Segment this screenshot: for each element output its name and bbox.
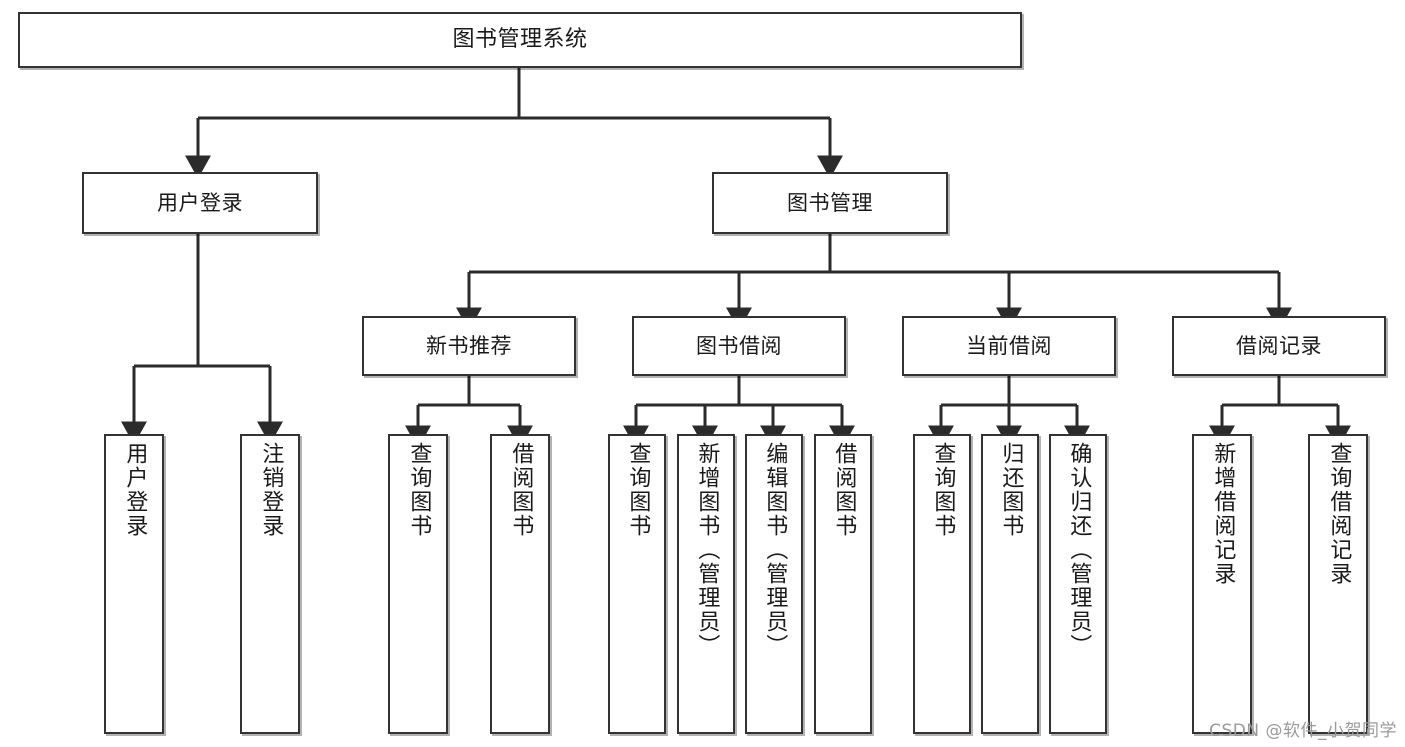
- node-label: 图书借阅: [696, 333, 782, 358]
- node-new-book-recommend[interactable]: 新书推荐: [362, 316, 576, 376]
- leaf-label: 查询图书: [625, 442, 651, 538]
- leaf-book-borrow-add-admin[interactable]: 新增图书（管理员）: [677, 434, 735, 734]
- leaf-label: 新增图书（管理员）: [694, 442, 720, 658]
- node-root-book-management-system[interactable]: 图书管理系统: [18, 12, 1022, 68]
- node-label: 图书管理系统: [452, 27, 588, 53]
- leaf-label: 查询图书: [930, 442, 956, 538]
- leaf-user-login-logout[interactable]: 注销登录: [240, 434, 300, 734]
- leaf-user-login-login[interactable]: 用户登录: [104, 434, 164, 734]
- leaf-label: 新增借阅记录: [1210, 442, 1236, 586]
- leaf-label: 用户登录: [122, 442, 148, 538]
- leaf-borrow-record-add[interactable]: 新增借阅记录: [1192, 434, 1252, 734]
- leaf-current-borrow-confirm-admin[interactable]: 确认归还（管理员）: [1049, 434, 1107, 734]
- leaf-book-borrow-borrow[interactable]: 借阅图书: [814, 434, 872, 734]
- node-user-login[interactable]: 用户登录: [82, 172, 318, 234]
- leaf-label: 确认归还（管理员）: [1066, 442, 1092, 658]
- leaf-label: 查询图书: [406, 442, 432, 538]
- node-book-borrow[interactable]: 图书借阅: [632, 316, 846, 376]
- node-label: 新书推荐: [426, 333, 512, 358]
- leaf-label: 借阅图书: [831, 442, 857, 538]
- leaf-current-borrow-return[interactable]: 归还图书: [981, 434, 1039, 734]
- leaf-label: 借阅图书: [508, 442, 534, 538]
- leaf-label: 编辑图书（管理员）: [762, 442, 788, 658]
- leaf-borrow-record-query[interactable]: 查询借阅记录: [1308, 434, 1368, 734]
- node-label: 用户登录: [157, 190, 243, 215]
- csdn-watermark: CSDN @软件_小贺同学: [1209, 721, 1397, 741]
- node-label: 当前借阅: [966, 333, 1052, 358]
- leaf-current-borrow-query[interactable]: 查询图书: [913, 434, 971, 734]
- leaf-label: 注销登录: [258, 442, 284, 538]
- leaf-book-borrow-edit-admin[interactable]: 编辑图书（管理员）: [745, 434, 803, 734]
- node-current-borrow[interactable]: 当前借阅: [902, 316, 1116, 376]
- node-borrow-record[interactable]: 借阅记录: [1172, 316, 1386, 376]
- leaf-book-borrow-query[interactable]: 查询图书: [608, 434, 666, 734]
- node-label: 图书管理: [787, 190, 873, 215]
- leaf-label: 归还图书: [998, 442, 1024, 538]
- node-label: 借阅记录: [1236, 333, 1322, 358]
- leaf-new-book-query[interactable]: 查询图书: [388, 434, 448, 734]
- node-book-management[interactable]: 图书管理: [712, 172, 948, 234]
- leaf-label: 查询借阅记录: [1326, 442, 1352, 586]
- leaf-new-book-borrow[interactable]: 借阅图书: [490, 434, 550, 734]
